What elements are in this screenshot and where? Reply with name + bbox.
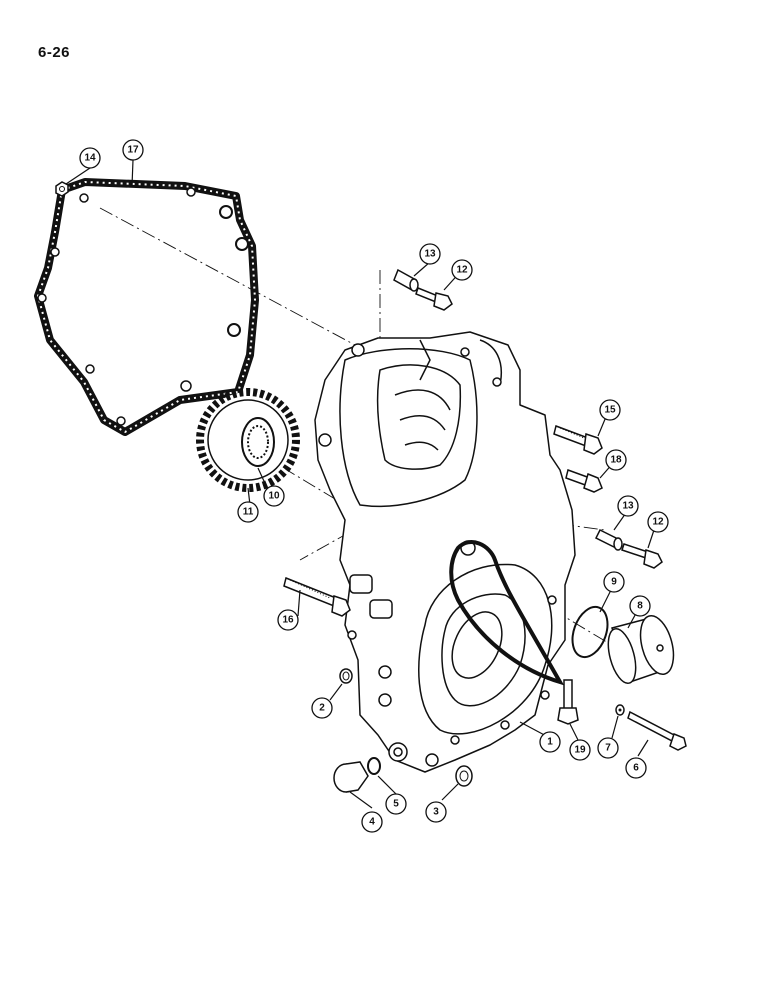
bolt-upper — [415, 287, 453, 311]
front-cover-housing — [314, 331, 576, 773]
callout-16: 16 — [277, 609, 299, 631]
leader-lines — [65, 159, 657, 809]
callout-label: 13 — [424, 249, 436, 260]
callout-12-upper: 12 — [451, 259, 473, 281]
callout-1: 1 — [539, 731, 561, 753]
callout-label: 8 — [637, 601, 643, 612]
dowel-pin-lower — [594, 528, 623, 551]
callout-label: 6 — [633, 763, 639, 774]
callout-label: 10 — [268, 491, 280, 502]
callout-label: 11 — [243, 507, 254, 518]
bolt-lower — [621, 543, 663, 569]
callout-15: 15 — [599, 399, 621, 421]
callout-9: 9 — [603, 571, 625, 593]
plug-3 — [455, 765, 473, 787]
callout-11: 11 — [237, 501, 259, 523]
callout-19: 19 — [569, 739, 591, 761]
bolt-15 — [553, 425, 603, 455]
callout-label: 5 — [393, 799, 399, 810]
callout-12-lower: 12 — [647, 511, 669, 533]
callout-10: 10 — [263, 485, 285, 507]
callout-14: 14 — [79, 147, 101, 169]
callout-label: 1 — [547, 737, 553, 748]
callout-13-lower: 13 — [617, 495, 639, 517]
drain-plug — [333, 761, 369, 793]
gasket — [34, 178, 259, 436]
page-number: 6-26 — [38, 44, 71, 61]
seal-ring — [449, 540, 565, 686]
callout-label: 9 — [611, 577, 617, 588]
callout-label: 14 — [84, 153, 96, 164]
callout-label: 17 — [127, 145, 139, 156]
callout-label: 19 — [574, 745, 586, 756]
callout-label: 18 — [610, 455, 622, 466]
plug-2 — [339, 668, 353, 684]
callout-label: 16 — [282, 615, 294, 626]
callout-label: 4 — [369, 817, 375, 828]
o-ring — [571, 605, 609, 659]
callout-label: 13 — [622, 501, 634, 512]
callout-7: 7 — [597, 737, 619, 759]
callout-5: 5 — [385, 793, 407, 815]
callout-label: 15 — [604, 405, 616, 416]
bearing — [241, 417, 275, 467]
callout-17: 17 — [122, 139, 144, 161]
bolt-16 — [283, 576, 351, 617]
washer — [615, 704, 625, 716]
callout-4: 4 — [361, 811, 383, 833]
nut — [55, 181, 69, 197]
callout-label: 2 — [319, 703, 325, 714]
callout-label: 12 — [456, 265, 468, 276]
screw-6 — [627, 710, 687, 751]
seal-washer — [367, 757, 381, 775]
callout-label: 3 — [433, 807, 439, 818]
callout-8: 8 — [629, 595, 651, 617]
dowel-pin-upper — [393, 268, 419, 292]
callout-3: 3 — [425, 801, 447, 823]
bolt-19 — [557, 679, 579, 725]
cover-plug — [607, 615, 675, 684]
callout-2: 2 — [311, 697, 333, 719]
callout-18: 18 — [605, 449, 627, 471]
callout-6: 6 — [625, 757, 647, 779]
callout-label: 7 — [605, 743, 611, 754]
callout-13-upper: 13 — [419, 243, 441, 265]
callout-label: 12 — [652, 517, 664, 528]
bolt-18 — [565, 469, 603, 493]
